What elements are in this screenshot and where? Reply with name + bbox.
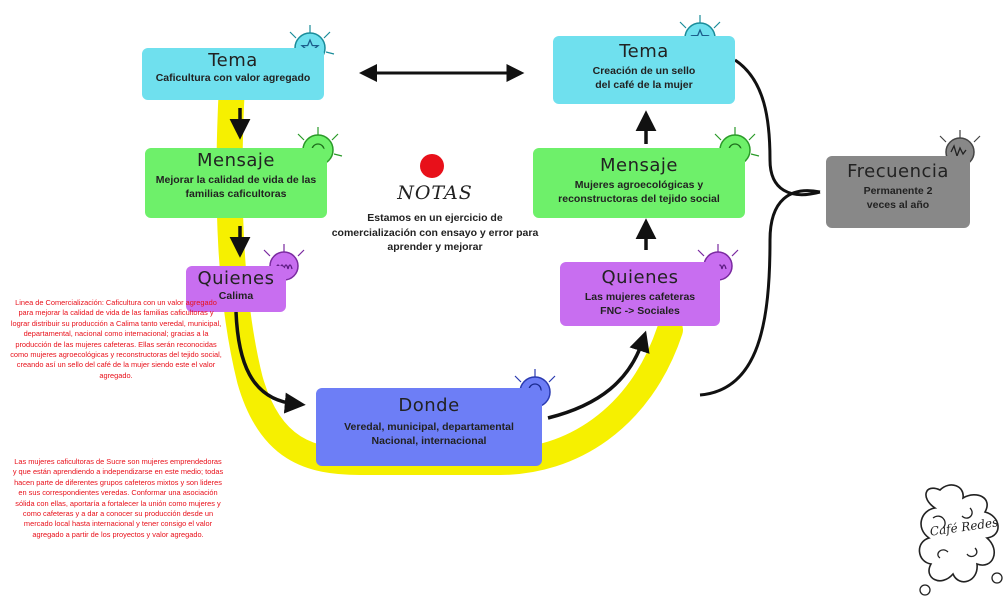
arrow-quienes-to-donde [234,311,306,414]
bracket-to-frecuencia [699,58,821,397]
arrow-donde-to-quienes [547,330,650,420]
tema-right-text: Creación de un sello del café de la muje… [592,65,696,91]
frecuencia-title: Frecuencia [847,161,949,182]
donde-title: Donde [398,395,460,416]
mensaje-left-box: Mensaje Mejorar la calidad de vida de la… [145,148,327,218]
yellow-highlight-path [216,72,683,475]
quienes-right-title: Quienes [601,267,679,288]
red-note-paragraph-2: Las mujeres caficultoras de Sucre son mu… [12,457,224,539]
notes-text: Estamos en un ejercicio de comercializac… [331,212,539,253]
frecuencia-box: Frecuencia Permanente 2 veces al año [826,156,970,228]
donde-box: Donde Veredal, municipal, departamental … [316,388,542,466]
donde-text: Veredal, municipal, departamental Nacion… [344,421,514,447]
frecuencia-text: Permanente 2 veces al año [863,185,933,211]
notes-dot [420,154,444,178]
quienes-right-text: Las mujeres cafeteras FNC -> Sociales [584,291,696,317]
mensaje-right-box: Mensaje Mujeres agroecológicas y reconst… [533,148,745,218]
tema-left-title: Tema [208,50,258,71]
red-note-paragraph-1: Linea de Comercialización: Caficultura c… [10,298,222,380]
quienes-left-text: Calima [218,290,254,302]
scribble-logo-icon [918,484,1003,596]
tema-right-title: Tema [619,41,669,62]
quienes-left-box: Quienes Calima [186,266,286,312]
tema-left-text: Caficultura con valor agregado [155,72,311,84]
mensaje-left-title: Mensaje [197,150,275,171]
quienes-left-title: Quienes [197,268,275,289]
notes-title: NOTAS [397,182,473,204]
tema-left-box: Tema Caficultura con valor agregado [142,48,324,100]
tema-right-box: Tema Creación de un sello del café de la… [553,36,735,104]
mensaje-right-text: Mujeres agroecológicas y reconstructoras… [558,179,720,205]
quienes-right-box: Quienes Las mujeres cafeteras FNC -> Soc… [560,262,720,326]
mensaje-left-text: Mejorar la calidad de vida de las famili… [155,174,317,200]
mensaje-right-title: Mensaje [600,155,678,176]
